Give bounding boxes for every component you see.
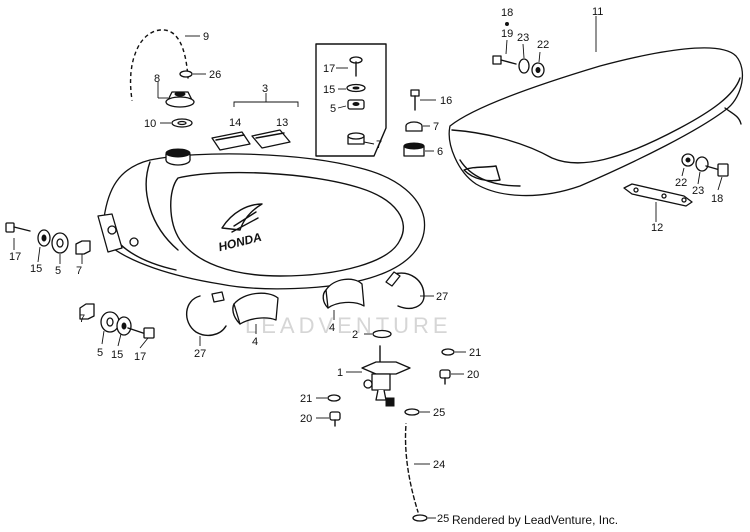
screw-part-20-right[interactable] <box>439 369 451 385</box>
cushion-part-5-lower[interactable] <box>100 311 120 333</box>
washer-part-21-right[interactable] <box>441 348 455 356</box>
callout-21-right: 21 <box>469 347 481 359</box>
screw-part-20-left[interactable] <box>329 411 341 427</box>
washer-part-23-top[interactable] <box>518 58 530 74</box>
collar-part-7-upper[interactable] <box>75 240 91 255</box>
callout-18-right: 18 <box>711 193 723 205</box>
collar-part-7-lower[interactable] <box>79 303 95 320</box>
callout-2: 2 <box>352 329 358 341</box>
bolt-part-18[interactable] <box>705 163 729 177</box>
callout-25-bottom: 25 <box>437 513 449 525</box>
rubber-part-4-left[interactable] <box>232 292 279 325</box>
collar-part-7-right[interactable] <box>405 121 423 132</box>
fuel-line-part-24[interactable] <box>403 423 420 513</box>
callout-10: 10 <box>144 118 156 130</box>
cushion-part-5-upper[interactable] <box>51 232 69 254</box>
callout-14: 14 <box>229 117 241 129</box>
callout-15-left: 15 <box>30 263 42 275</box>
clip-part-26[interactable] <box>179 70 193 78</box>
callout-7-lower: 7 <box>79 313 85 325</box>
bolt-part-16[interactable] <box>410 89 420 111</box>
seat-bracket-part-12[interactable] <box>623 183 693 207</box>
fuel-cap-part-8[interactable] <box>165 91 195 108</box>
fuel-tank[interactable] <box>97 148 426 290</box>
rear-mount-group-box <box>315 43 387 157</box>
watermark-text: LEADVENTURE <box>245 313 452 338</box>
rubber-part-4-right[interactable] <box>322 278 365 309</box>
washer-part-15-box[interactable] <box>346 83 366 93</box>
callout-4-left: 4 <box>252 336 258 348</box>
washer-part-15-upper[interactable] <box>37 229 51 247</box>
callout-23-top: 23 <box>517 32 529 44</box>
callout-20-right: 20 <box>467 369 479 381</box>
callout-20-left: 20 <box>300 413 312 425</box>
callout-17-box: 17 <box>323 63 335 75</box>
emblem-part-13[interactable] <box>251 129 291 149</box>
bolt-part-17-box[interactable] <box>349 56 363 77</box>
callout-25-top: 25 <box>433 407 445 419</box>
callout-13: 13 <box>276 117 288 129</box>
callout-6: 6 <box>437 146 443 158</box>
cushion-part-5-box[interactable] <box>347 99 365 110</box>
nut-part-22-right[interactable] <box>681 153 695 167</box>
fuel-valve-part-1[interactable] <box>361 345 411 407</box>
bolt-part-17-upper[interactable] <box>5 222 31 233</box>
washer-part-21-left[interactable] <box>327 394 341 402</box>
callout-5-lower: 5 <box>97 347 103 359</box>
collar-part-7-box[interactable] <box>347 132 365 145</box>
clip-part-25-top[interactable] <box>404 408 420 416</box>
callout-3: 3 <box>262 83 268 95</box>
callout-1: 1 <box>337 367 343 379</box>
callout-17-lower: 17 <box>134 351 146 363</box>
callout-5-box: 5 <box>330 103 336 115</box>
clip-part-25-bottom[interactable] <box>412 514 428 522</box>
callout-11: 11 <box>592 6 603 18</box>
washer-part-23-right[interactable] <box>695 156 709 172</box>
callout-24: 24 <box>433 459 445 471</box>
callout-5-left: 5 <box>55 265 61 277</box>
callout-7-right: 7 <box>433 121 439 133</box>
nut-part-22-top[interactable] <box>531 62 545 78</box>
seat-part-11[interactable] <box>448 47 744 197</box>
callout-22-right: 22 <box>675 177 687 189</box>
bolt-part-17-lower[interactable] <box>127 327 155 339</box>
oring-part-2[interactable] <box>372 329 392 339</box>
breather-hose-part-9[interactable] <box>129 28 190 101</box>
strap-part-27-left[interactable] <box>186 291 227 337</box>
callout-4-right: 4 <box>329 322 335 334</box>
callout-26: 26 <box>209 69 221 81</box>
callout-27-right: 27 <box>436 291 448 303</box>
honda-logo-wing-icon <box>221 203 263 233</box>
callout-27-left: 27 <box>194 348 206 360</box>
callout-9: 9 <box>203 31 209 43</box>
callout-19: 19 <box>501 28 513 40</box>
bolt-part-19[interactable] <box>492 55 517 65</box>
emblem-part-14[interactable] <box>211 131 251 151</box>
callout-8: 8 <box>154 73 160 85</box>
callout-16: 16 <box>440 95 452 107</box>
cushion-part-6[interactable] <box>403 142 425 157</box>
rendered-by-credit: Rendered by LeadVenture, Inc. <box>452 513 618 527</box>
callout-18-top: 18 <box>501 7 513 19</box>
strap-part-27-right[interactable] <box>385 271 425 310</box>
callout-22-top: 22 <box>537 39 549 51</box>
callout-15-box: 15 <box>323 84 335 96</box>
callout-17-left: 17 <box>9 251 21 263</box>
callout-7-box: 7 <box>376 139 382 151</box>
washer-part-15-lower[interactable] <box>116 316 132 336</box>
callout-7-left: 7 <box>76 265 82 277</box>
callout-15-lower: 15 <box>111 349 123 361</box>
callout-23-right: 23 <box>692 185 704 197</box>
callout-21-left: 21 <box>300 393 312 405</box>
cap-gasket-part-10[interactable] <box>171 118 193 128</box>
callout-12: 12 <box>651 222 663 234</box>
